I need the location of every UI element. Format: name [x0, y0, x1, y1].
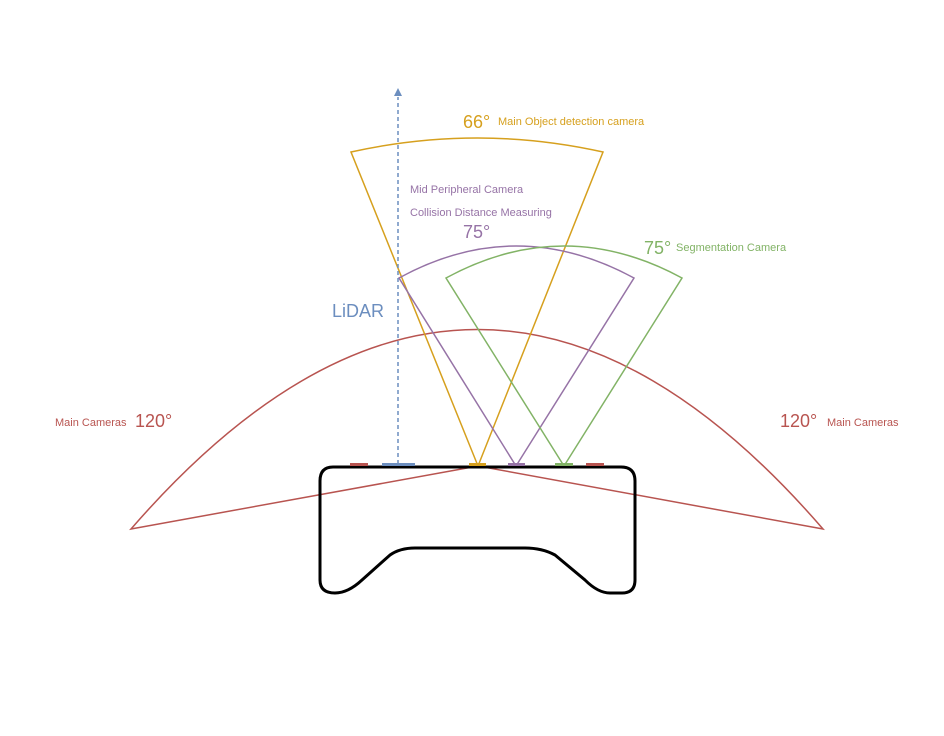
main-camera-left-marker: [350, 463, 368, 466]
peripheral-camera-fov-sector: [397, 245, 636, 468]
object-camera-marker: [469, 463, 486, 466]
main-cameras-right-label: Main Cameras: [827, 417, 899, 429]
lidar-sensor-marker: [382, 463, 415, 466]
lidar-arrow-head: [394, 88, 402, 96]
main-cameras-right-angle: 120°: [780, 411, 818, 431]
lidar-label: LiDAR: [332, 301, 385, 321]
segmentation-camera-fov-sector: [444, 245, 684, 468]
peripheral-camera-role: Collision Distance Measuring: [410, 207, 552, 219]
segmentation-camera-marker: [555, 463, 573, 466]
main-cameras-fov-sector: [129, 328, 825, 531]
main-cameras-left-angle: 120°: [135, 411, 173, 431]
object-camera-angle: 66°: [463, 112, 491, 132]
segmentation-camera-label: Segmentation Camera: [676, 242, 787, 254]
object-camera-label: Main Object detection camera: [498, 116, 645, 128]
segmentation-camera-angle: 75°: [644, 238, 672, 258]
peripheral-camera-angle: 75°: [463, 222, 491, 242]
main-cameras-left-label: Main Cameras: [55, 417, 127, 429]
vehicle-outline: [318, 465, 637, 595]
peripheral-camera-marker: [508, 463, 525, 466]
peripheral-camera-label: Mid Peripheral Camera: [410, 184, 524, 196]
main-camera-right-marker: [586, 463, 604, 466]
object-camera-fov-sector: [349, 137, 605, 469]
